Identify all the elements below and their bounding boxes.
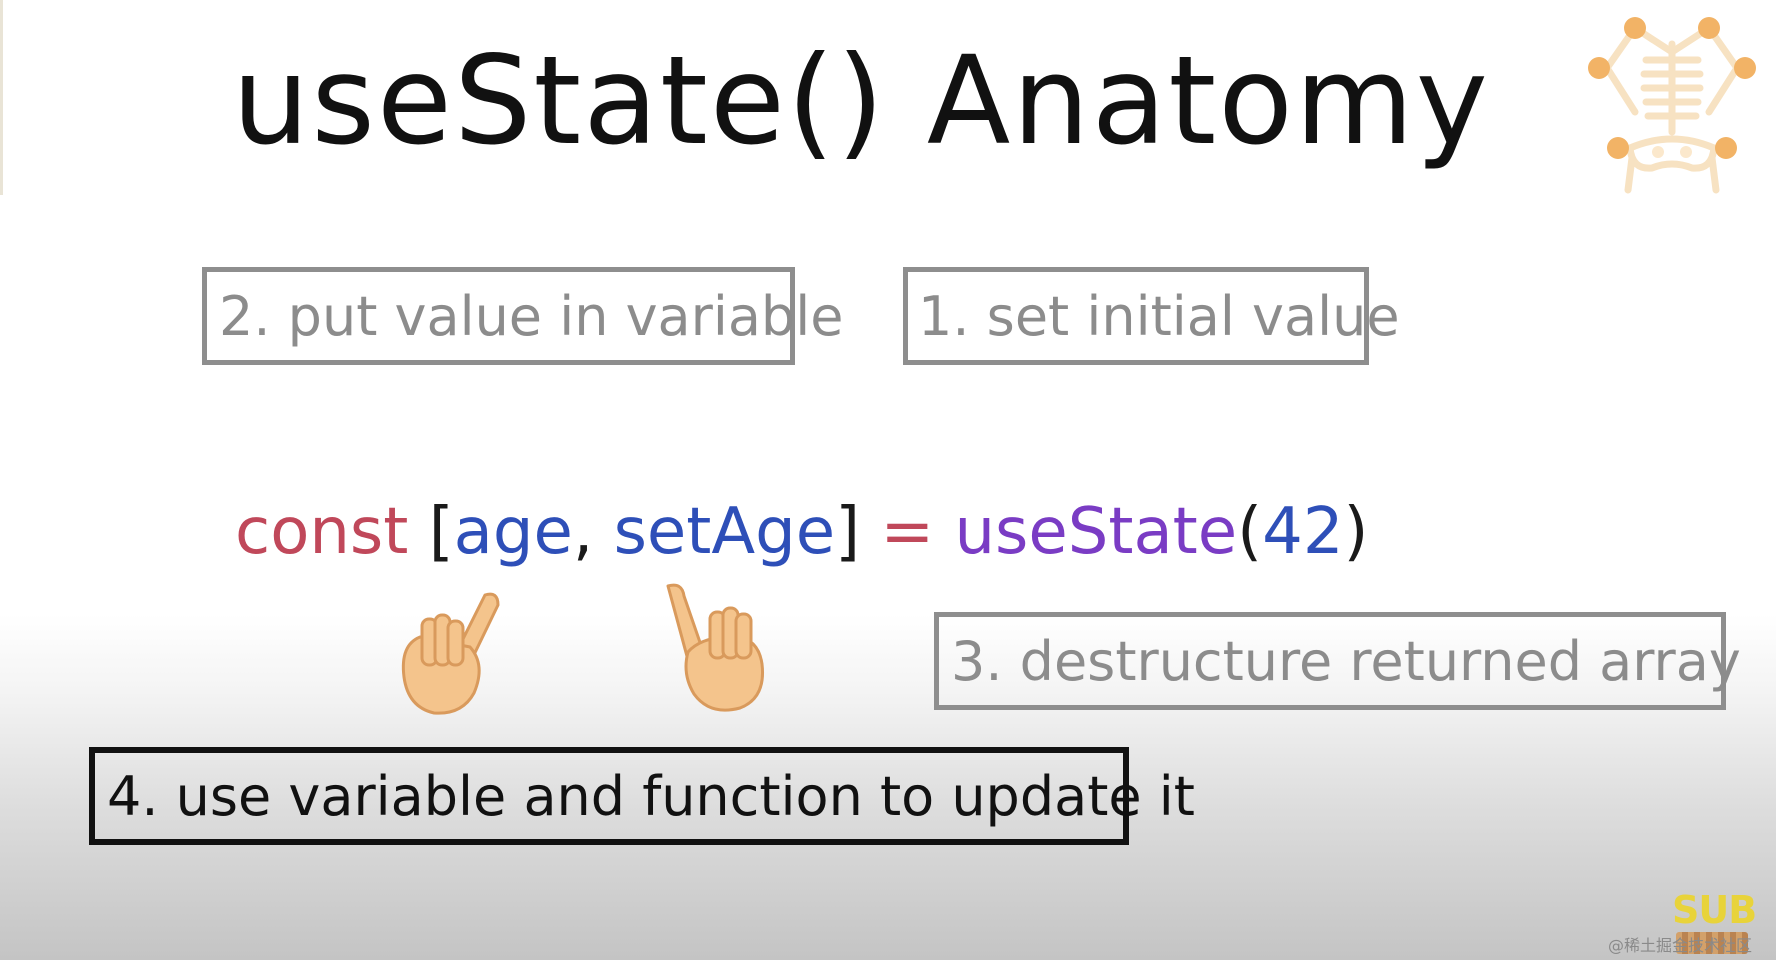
page-title: useState() Anatomy <box>232 30 1490 172</box>
pointing-up-right-hand-icon <box>390 585 515 724</box>
code-setter-setage: setAge <box>613 495 836 569</box>
step-2-label: 2. put value in variable <box>219 284 844 348</box>
code-bracket-close: ] <box>835 495 861 569</box>
step-2-label-box: 2. put value in variable <box>202 267 843 365</box>
step-3-label-box: 3. destructure returned array <box>934 612 1741 710</box>
step-1-label-box: 1. set initial value <box>903 267 1400 365</box>
code-line: const [age, setAge] = useState(42) <box>235 500 1369 564</box>
skeleton-logo-icon <box>1582 10 1762 199</box>
code-paren-close: ) <box>1343 495 1369 569</box>
code-keyword-const: const <box>235 495 409 569</box>
left-edge-strip <box>0 0 3 195</box>
code-bracket-open: [ <box>428 495 454 569</box>
code-hook-usestate: useState <box>954 495 1238 569</box>
step-4-label-box: 4. use variable and function to update i… <box>89 747 1195 845</box>
subscribe-badge-decoration <box>1676 932 1748 954</box>
code-initial-value: 42 <box>1262 495 1344 569</box>
pointing-up-left-hand-icon <box>660 580 785 719</box>
code-comma: , <box>572 495 594 569</box>
code-equals: = <box>880 495 935 569</box>
code-paren-open: ( <box>1237 495 1263 569</box>
step-4-label: 4. use variable and function to update i… <box>107 764 1195 828</box>
step-3-label: 3. destructure returned array <box>951 629 1741 693</box>
code-variable-age: age <box>453 495 573 569</box>
subscribe-badge[interactable]: SUB <box>1672 888 1757 932</box>
step-1-label: 1. set initial value <box>918 284 1400 348</box>
watermark-text: @稀土掘金技术社区 <box>1608 936 1753 955</box>
